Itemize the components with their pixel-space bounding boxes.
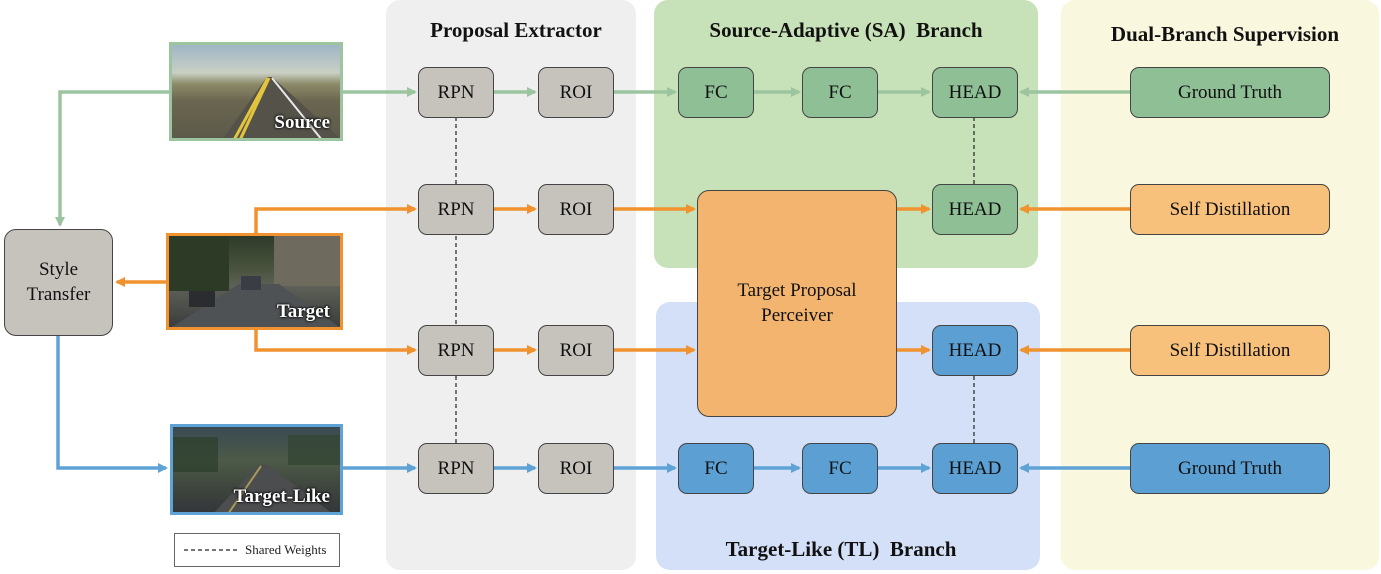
roi-box-3: ROI <box>538 325 614 376</box>
source-road-graphic <box>223 77 340 138</box>
tl-head-box-2: HEAD <box>932 443 1018 494</box>
roi-box-1: ROI <box>538 67 614 118</box>
target-like-road-graphic <box>173 435 340 512</box>
sa-head-box-1: HEAD <box>932 67 1018 118</box>
target-like-image: Target-Like <box>170 424 343 515</box>
rpn-box-2: RPN <box>418 184 494 235</box>
tl-fc-box-2: FC <box>802 443 878 494</box>
legend-box: Shared Weights <box>174 533 340 567</box>
tl-branch-title: Target-Like (TL) Branch <box>725 537 957 561</box>
sa-fc-box-1: FC <box>678 67 754 118</box>
style-transfer-box: Style Transfer <box>4 229 113 336</box>
proposal-extractor-title: Proposal Extractor <box>430 18 602 42</box>
source-image-label: Source <box>274 112 330 133</box>
roi-box-4: ROI <box>538 443 614 494</box>
roi-box-2: ROI <box>538 184 614 235</box>
ground-truth-box-top: Ground Truth <box>1130 67 1330 118</box>
tl-head-box-1: HEAD <box>932 325 1018 376</box>
target-proposal-perceiver-box: Target Proposal Perceiver <box>697 190 897 417</box>
arrow-target-to-rpn-2 <box>254 204 417 233</box>
source-image: Source <box>169 42 343 141</box>
self-distillation-box-2: Self Distillation <box>1130 325 1330 376</box>
rpn-box-3: RPN <box>418 325 494 376</box>
target-image: Target <box>166 233 343 330</box>
sa-branch-title: Source-Adaptive (SA) Branch <box>709 18 983 42</box>
sa-fc-box-2: FC <box>802 67 878 118</box>
arrow-target-to-rpn-3 <box>254 330 417 355</box>
arrow-style-to-targetlike <box>56 336 168 473</box>
rpn-box-4: RPN <box>418 443 494 494</box>
dual-branch-title: Dual-Branch Supervision <box>1110 22 1340 46</box>
target-street-graphic <box>169 236 340 327</box>
arrow-source-to-style <box>55 90 170 227</box>
tl-fc-box-1: FC <box>678 443 754 494</box>
ground-truth-box-bottom: Ground Truth <box>1130 443 1330 494</box>
rpn-box-1: RPN <box>418 67 494 118</box>
target-like-image-label: Target-Like <box>233 486 330 507</box>
legend-label: Shared Weights <box>245 542 327 557</box>
target-image-label: Target <box>276 301 330 322</box>
sa-head-box-2: HEAD <box>932 184 1018 235</box>
self-distillation-box-1: Self Distillation <box>1130 184 1330 235</box>
